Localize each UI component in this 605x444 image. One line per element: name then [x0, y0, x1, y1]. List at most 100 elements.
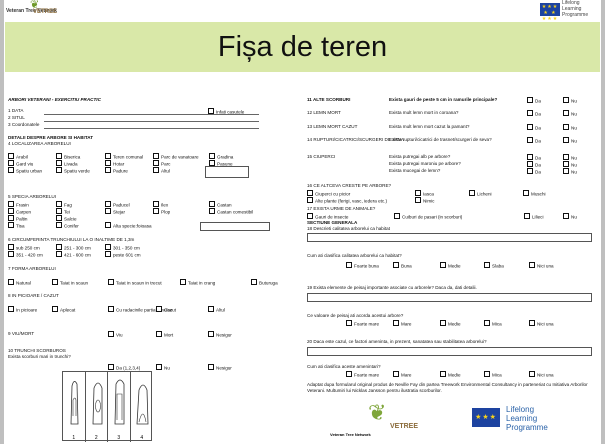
checkbox-species-1-2[interactable]: Stejar: [105, 208, 125, 215]
checkbox-landscape-4[interactable]: Nici una: [529, 320, 554, 327]
q20-text-field[interactable]: [307, 347, 592, 356]
checkbox-species-3-0[interactable]: Tisa: [8, 222, 25, 229]
checkbox-circumference-0-2[interactable]: 301 - 350 cm: [105, 244, 140, 251]
checkbox-nu-5[interactable]: Nu: [563, 161, 577, 168]
checkbox-forma-3[interactable]: Taiat in crang: [180, 279, 215, 286]
checkbox-threat-3[interactable]: Mica: [484, 371, 502, 378]
checkbox-trunchi-2[interactable]: Nesigur: [208, 364, 232, 371]
checkbox-species-0-2[interactable]: Paducel: [105, 201, 130, 208]
checkbox-location-2-2[interactable]: Padure: [105, 167, 128, 174]
checkbox-picioare-2[interactable]: Cu radacinile partial smulse: [108, 306, 172, 313]
checkbox-da-1[interactable]: Da: [527, 110, 541, 117]
checkbox-picioare-4[interactable]: Altul: [208, 306, 225, 313]
checkbox-species-1-1[interactable]: Tei: [56, 208, 70, 215]
checkbox-da-3[interactable]: Da: [527, 137, 541, 144]
checkbox-location-0-1[interactable]: Biserica: [56, 153, 80, 160]
checkbox-forma-0[interactable]: Natural: [8, 279, 31, 286]
checkbox-species-1-3[interactable]: Plop: [153, 208, 170, 215]
checkbox-q16-1-0[interactable]: Alte plante (ferigi, vasc, iedera etc.): [307, 197, 387, 204]
checkbox-nu-1[interactable]: Nu: [563, 110, 577, 117]
checkbox-circumference-0-0[interactable]: sub 250 cm: [8, 244, 40, 251]
checkbox-picioare-3[interactable]: Cazut: [156, 306, 176, 313]
checkbox-q17-0[interactable]: Gauri de insecte: [307, 213, 348, 220]
checkbox-species-0-3[interactable]: Ilex: [153, 201, 168, 208]
checkbox-da-2[interactable]: Da: [527, 124, 541, 131]
checkbox-trunchi-0[interactable]: Da (1,2,3,4): [108, 364, 140, 371]
checkbox-location-0-0[interactable]: Arabil: [8, 153, 28, 160]
checkbox-location-0-3[interactable]: Parc de vanatoare: [153, 153, 199, 160]
checkbox-q16-0-3[interactable]: Muschi: [523, 190, 546, 197]
checkbox-forma-2[interactable]: Taiat in scaun in trecut: [108, 279, 162, 286]
checkbox-location-1-1[interactable]: Livada: [56, 160, 78, 167]
checkbox-species-0-1[interactable]: Fag: [56, 201, 72, 208]
checkbox-q17-3[interactable]: Nu: [563, 213, 577, 220]
checkbox-q17-1[interactable]: Cuiburi de pasari (in scorburi): [394, 213, 462, 220]
checkbox-viu-1[interactable]: Mort: [156, 331, 173, 338]
checkbox-viu-0[interactable]: Viu: [108, 331, 123, 338]
checkbox-ident[interactable]: Infati casutele: [208, 108, 244, 115]
checkbox-circumference-0-1[interactable]: 251 - 300 cm: [56, 244, 91, 251]
checkbox-forma-1[interactable]: Taiat in scaun: [52, 279, 88, 286]
checkbox-nu-3[interactable]: Nu: [563, 137, 577, 144]
checkbox-nu-0[interactable]: Nu: [563, 97, 577, 104]
checkbox-forma-4[interactable]: Buturuga: [251, 279, 278, 286]
checkbox-threat-4[interactable]: Nici una: [529, 371, 554, 378]
checkbox-threat-2[interactable]: Medie: [440, 371, 461, 378]
q19-text-field[interactable]: [307, 293, 592, 302]
checkbox-picioare-0[interactable]: In picioare: [8, 306, 37, 313]
checkbox-circumference-1-1[interactable]: 421 - 600 cm: [56, 251, 91, 258]
checkbox-species-3-2[interactable]: Alta specie:foioasa: [105, 222, 152, 229]
checkbox-species-2-1[interactable]: Salcie: [56, 215, 77, 222]
checkbox-landscape-0[interactable]: Foarte mare: [346, 320, 379, 327]
checkbox-circumference-1-2[interactable]: peste 601 cm: [105, 251, 141, 258]
checkbox-threat-1[interactable]: Mare: [393, 371, 411, 378]
checkbox-da-4[interactable]: Da: [527, 154, 541, 161]
checkbox-species-3-1[interactable]: Conifer: [56, 222, 79, 229]
answer-line[interactable]: [44, 128, 259, 129]
checkbox-da-5[interactable]: Da: [527, 161, 541, 168]
checkbox-location-2-0[interactable]: Spatiu urban: [8, 167, 42, 174]
checkbox-habitat-3[interactable]: Slaba: [484, 262, 504, 269]
eu-flag-icon: ★★★: [472, 408, 500, 427]
checkbox-nu-2[interactable]: Nu: [563, 124, 577, 131]
checkbox-landscape-1[interactable]: Mare: [393, 320, 411, 327]
checkbox-landscape-2[interactable]: Medie: [440, 320, 461, 327]
checkbox-q16-1-1[interactable]: Nimic: [415, 197, 434, 204]
checkbox-landscape-3[interactable]: Mica: [484, 320, 502, 327]
checkbox-nu-4[interactable]: Nu: [563, 154, 577, 161]
checkbox-species-0-4[interactable]: Castan: [209, 201, 232, 208]
checkbox-location-1-0[interactable]: Gard viu: [8, 160, 33, 167]
checkbox-habitat-0[interactable]: Foarte buna: [346, 262, 379, 269]
checkbox-location-0-4[interactable]: Gradina: [209, 153, 233, 160]
answer-line[interactable]: [44, 114, 259, 115]
checkbox-habitat-2[interactable]: Medie: [440, 262, 461, 269]
checkbox-species-2-0[interactable]: Paltin: [8, 215, 28, 222]
altul-text-field[interactable]: [205, 166, 249, 178]
answer-line[interactable]: [44, 121, 259, 122]
checkbox-species-0-0[interactable]: Frasin: [8, 201, 29, 208]
checkbox-threat-0[interactable]: Foarte mare: [346, 371, 379, 378]
checkbox-location-1-3[interactable]: Parc: [153, 160, 170, 167]
checkbox-q16-0-2[interactable]: Licheni: [469, 190, 492, 197]
checkbox-nu-6[interactable]: Nu: [563, 168, 577, 175]
checkbox-q16-0-0[interactable]: Ciuperci cu picior: [307, 190, 350, 197]
q18-text-field[interactable]: [307, 233, 592, 242]
checkbox-habitat-4[interactable]: Nici una: [529, 262, 554, 269]
checkbox-q16-0-1[interactable]: Iasca: [415, 190, 434, 197]
checkbox-viu-2[interactable]: Nesigur: [208, 331, 232, 338]
checkbox-picioare-1[interactable]: Aplecat: [52, 306, 75, 313]
checkbox-location-2-3[interactable]: Altul: [153, 167, 170, 174]
checkbox-location-1-2[interactable]: Hotar: [105, 160, 124, 167]
checkbox-trunchi-1[interactable]: Nu: [156, 364, 170, 371]
checkbox-location-1-4[interactable]: Pasune: [209, 160, 233, 167]
checkbox-da-6[interactable]: Da: [527, 168, 541, 175]
checkbox-location-0-2[interactable]: Teren comunal: [105, 153, 143, 160]
checkbox-circumference-1-0[interactable]: 351 - 420 cm: [8, 251, 43, 258]
checkbox-da-0[interactable]: Da: [527, 97, 541, 104]
checkbox-species-1-4[interactable]: Castan comestibil: [209, 208, 253, 215]
checkbox-species-1-0[interactable]: Carpen: [8, 208, 31, 215]
checkbox-habitat-1[interactable]: Buna: [393, 262, 412, 269]
checkbox-location-2-1[interactable]: Spatiu verde: [56, 167, 90, 174]
alta-specie-field[interactable]: [200, 222, 270, 231]
checkbox-q17-2[interactable]: Lilieci: [524, 213, 544, 220]
